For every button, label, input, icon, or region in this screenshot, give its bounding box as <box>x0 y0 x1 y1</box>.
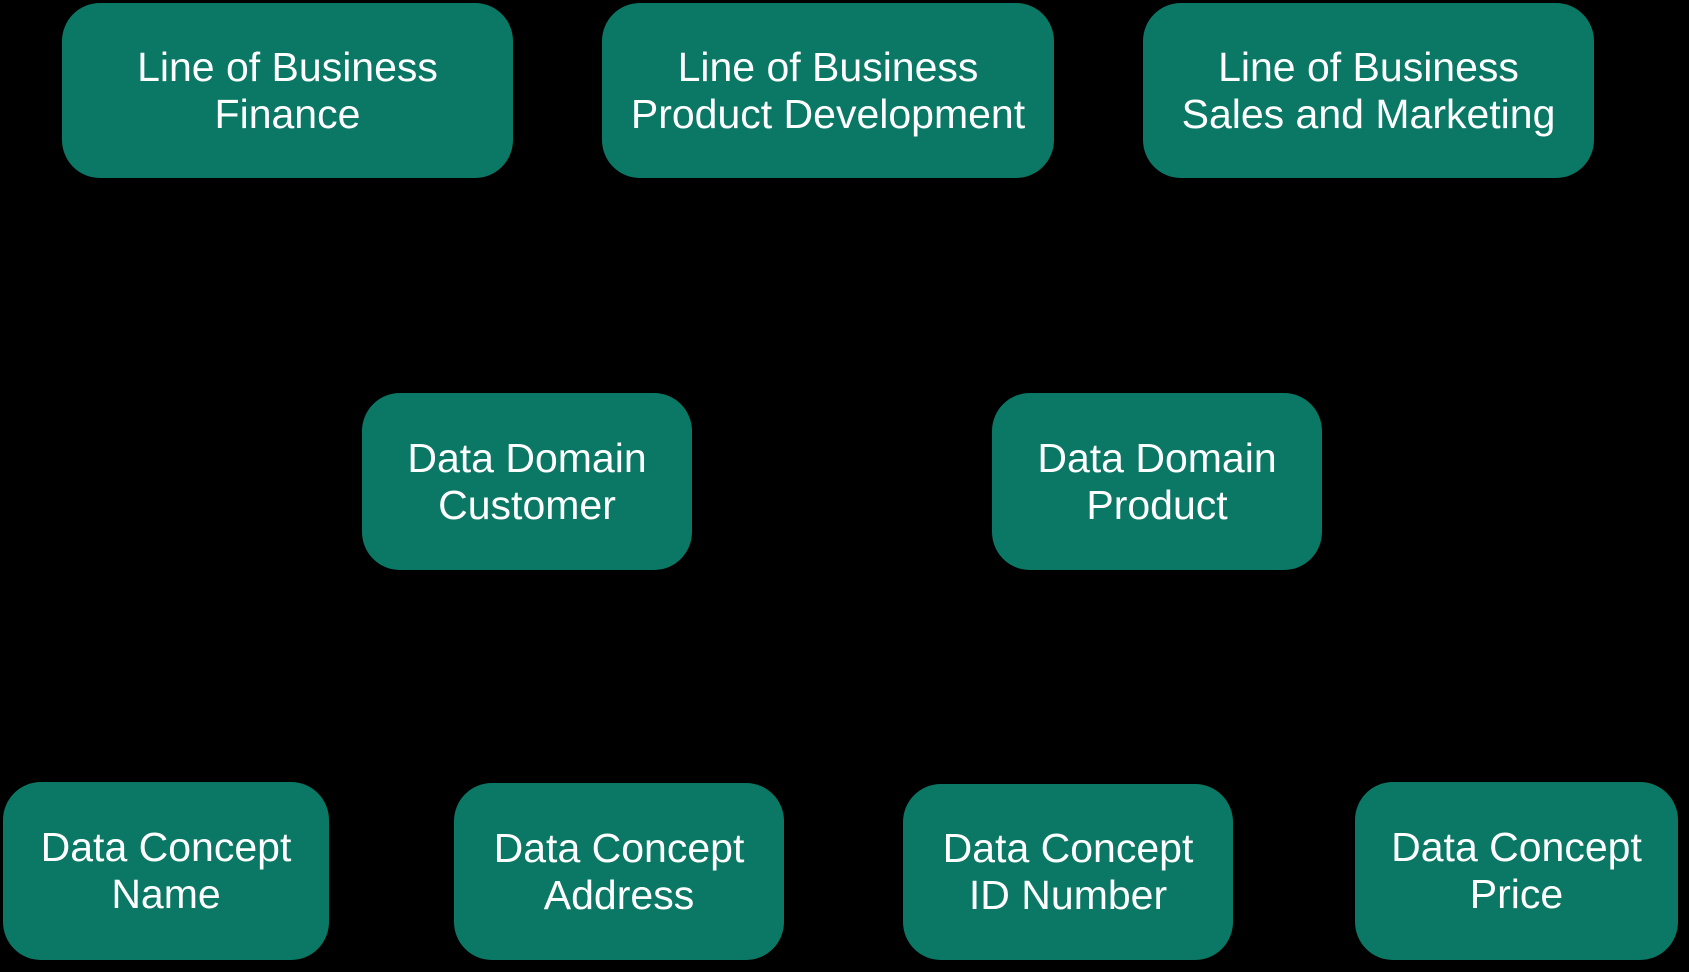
node-line-of-business-sales-and-marketing: Line of Business Sales and Marketing <box>1143 3 1594 178</box>
node-line-of-business-finance: Line of Business Finance <box>62 3 513 178</box>
node-data-domain-product: Data Domain Product <box>992 393 1322 570</box>
node-data-concept-price: Data Concept Price <box>1355 782 1678 960</box>
node-data-concept-id-number: Data Concept ID Number <box>903 784 1233 960</box>
node-line-of-business-product-development: Line of Business Product Development <box>602 3 1054 178</box>
node-data-domain-customer: Data Domain Customer <box>362 393 692 570</box>
node-data-concept-address: Data Concept Address <box>454 783 784 960</box>
node-data-concept-name: Data Concept Name <box>3 782 329 960</box>
